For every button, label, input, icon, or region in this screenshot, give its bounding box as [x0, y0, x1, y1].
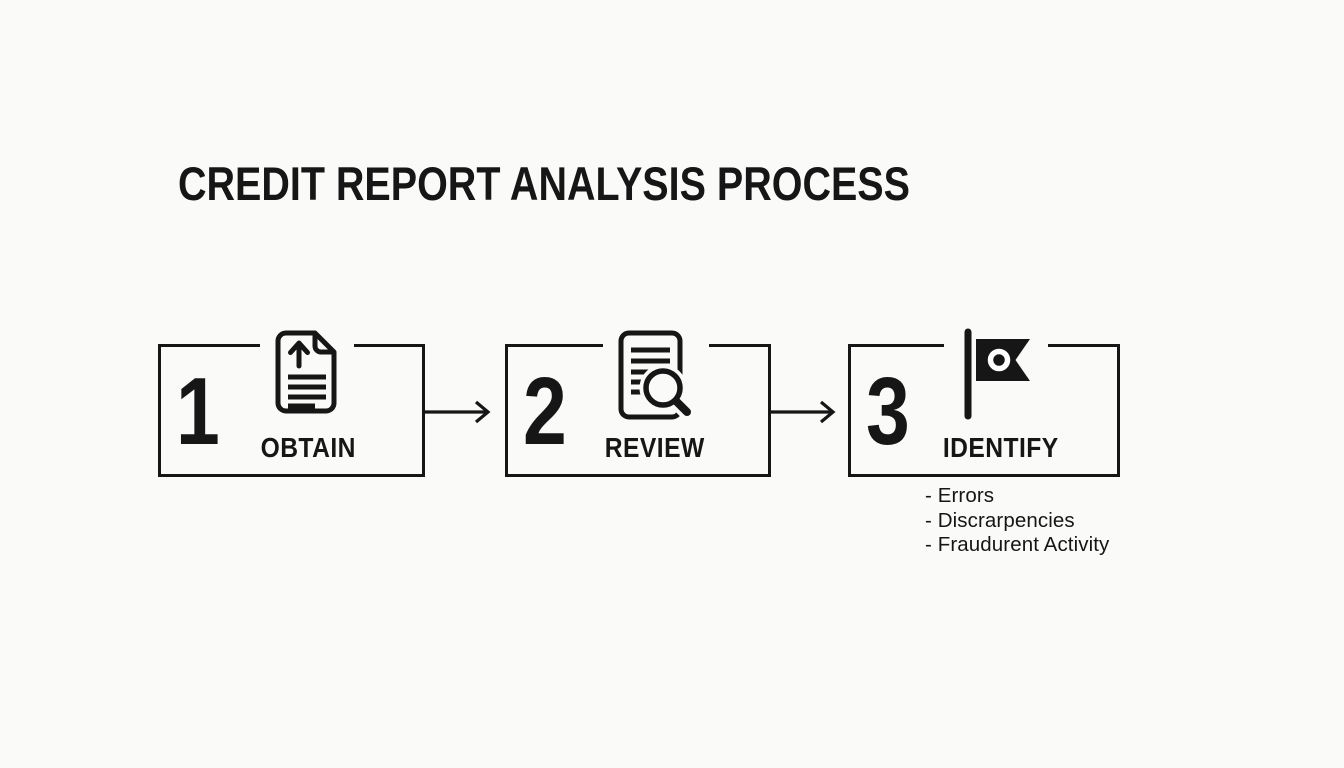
- list-item: - Fraudurent Activity: [925, 533, 1110, 556]
- list-item: - Discrarpencies: [925, 508, 1075, 532]
- list-item: - Errors: [925, 484, 995, 507]
- document-upload-icon: [260, 330, 354, 414]
- step-box-obtain: 1 OBTAIN: [158, 330, 425, 477]
- arrow-right-icon: [425, 400, 491, 424]
- step-box-identify: 3 IDENTIFY: [848, 328, 1120, 477]
- step-label: REVIEW: [604, 432, 705, 463]
- step-number: 2: [523, 358, 567, 465]
- step-label: IDENTIFY: [942, 432, 1059, 463]
- step-number: 1: [176, 358, 220, 465]
- step-box-review: 2 REVIEW: [505, 330, 771, 477]
- identify-details-list: - Errors - Discrarpencies - Fraudurent A…: [925, 484, 1109, 558]
- step-number: 3: [866, 358, 910, 465]
- document-search-icon: [603, 330, 709, 420]
- step-label: OBTAIN: [260, 432, 356, 463]
- arrow-right-icon: [770, 400, 836, 424]
- flag-icon: [944, 328, 1048, 420]
- page-title: CREDIT REPORT ANALYSIS PROCESS: [178, 157, 910, 210]
